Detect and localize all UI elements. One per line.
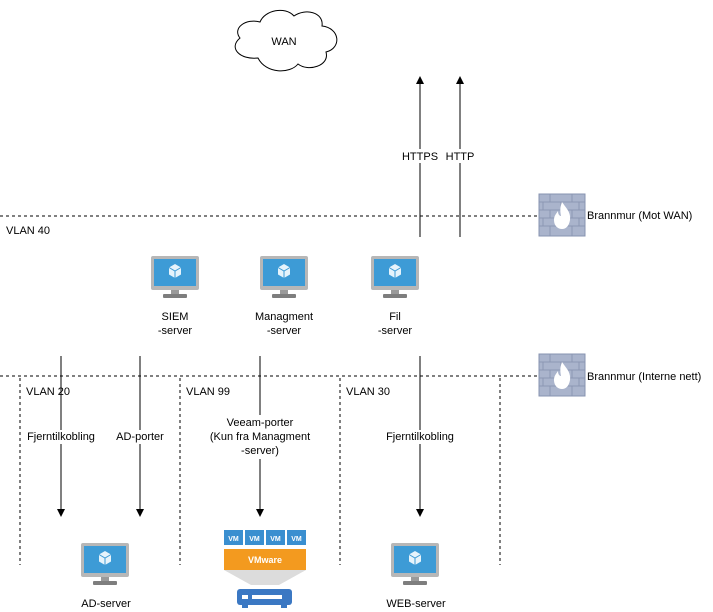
remote-connection-label-2: Fjerntilkobling	[386, 431, 454, 443]
fil-server-label-2: -server	[378, 325, 413, 337]
ad-ports-label: AD-porter	[116, 431, 164, 443]
firewall-icon	[538, 353, 586, 397]
fil-server-label-1: Fil	[389, 311, 401, 323]
monitor-icon	[370, 255, 420, 299]
monitor-icon	[390, 542, 440, 586]
veeam-ports-label-3: -server)	[241, 445, 279, 457]
vm-label: VM	[291, 536, 302, 543]
siem-server-label-1: SIEM	[162, 311, 189, 323]
firewall-wan-label: Brannmur (Mot WAN)	[587, 210, 692, 222]
monitor-icon	[80, 542, 130, 586]
ad-server-label: AD-server	[81, 598, 131, 610]
vm-label: VM	[270, 536, 281, 543]
vlan-separators	[19, 378, 501, 565]
wan-label: WAN	[271, 36, 296, 48]
vlan20-label: VLAN 20	[26, 386, 70, 398]
web-server-label: WEB-server	[386, 598, 446, 610]
https-label: HTTPS	[402, 151, 438, 163]
remote-connection-label: Fjerntilkobling	[27, 431, 95, 443]
siem-server-label-2: -server	[158, 325, 193, 337]
monitor-icon	[259, 255, 309, 299]
monitor-icon	[150, 255, 200, 299]
vlan30-label: VLAN 30	[346, 386, 390, 398]
vlan40-label: VLAN 40	[6, 225, 50, 237]
firewall-icon	[538, 193, 586, 237]
vm-label: VM	[228, 536, 239, 543]
firewall-internal-label: Brannmur (Interne nett)	[587, 371, 701, 383]
vmware-banner: VMware	[248, 555, 282, 565]
mgmt-server-label-2: -server	[267, 325, 302, 337]
wan-cloud: WAN	[234, 9, 338, 72]
vmware-host: VM VM VM VM VMware	[224, 530, 306, 608]
vm-label: VM	[249, 536, 260, 543]
vlan99-label: VLAN 99	[186, 386, 230, 398]
http-label: HTTP	[446, 151, 475, 163]
mgmt-server-label-1: Managment	[255, 311, 313, 323]
veeam-ports-label-1: Veeam-porter	[227, 417, 294, 429]
veeam-ports-label-2: (Kun fra Managment	[210, 431, 310, 443]
